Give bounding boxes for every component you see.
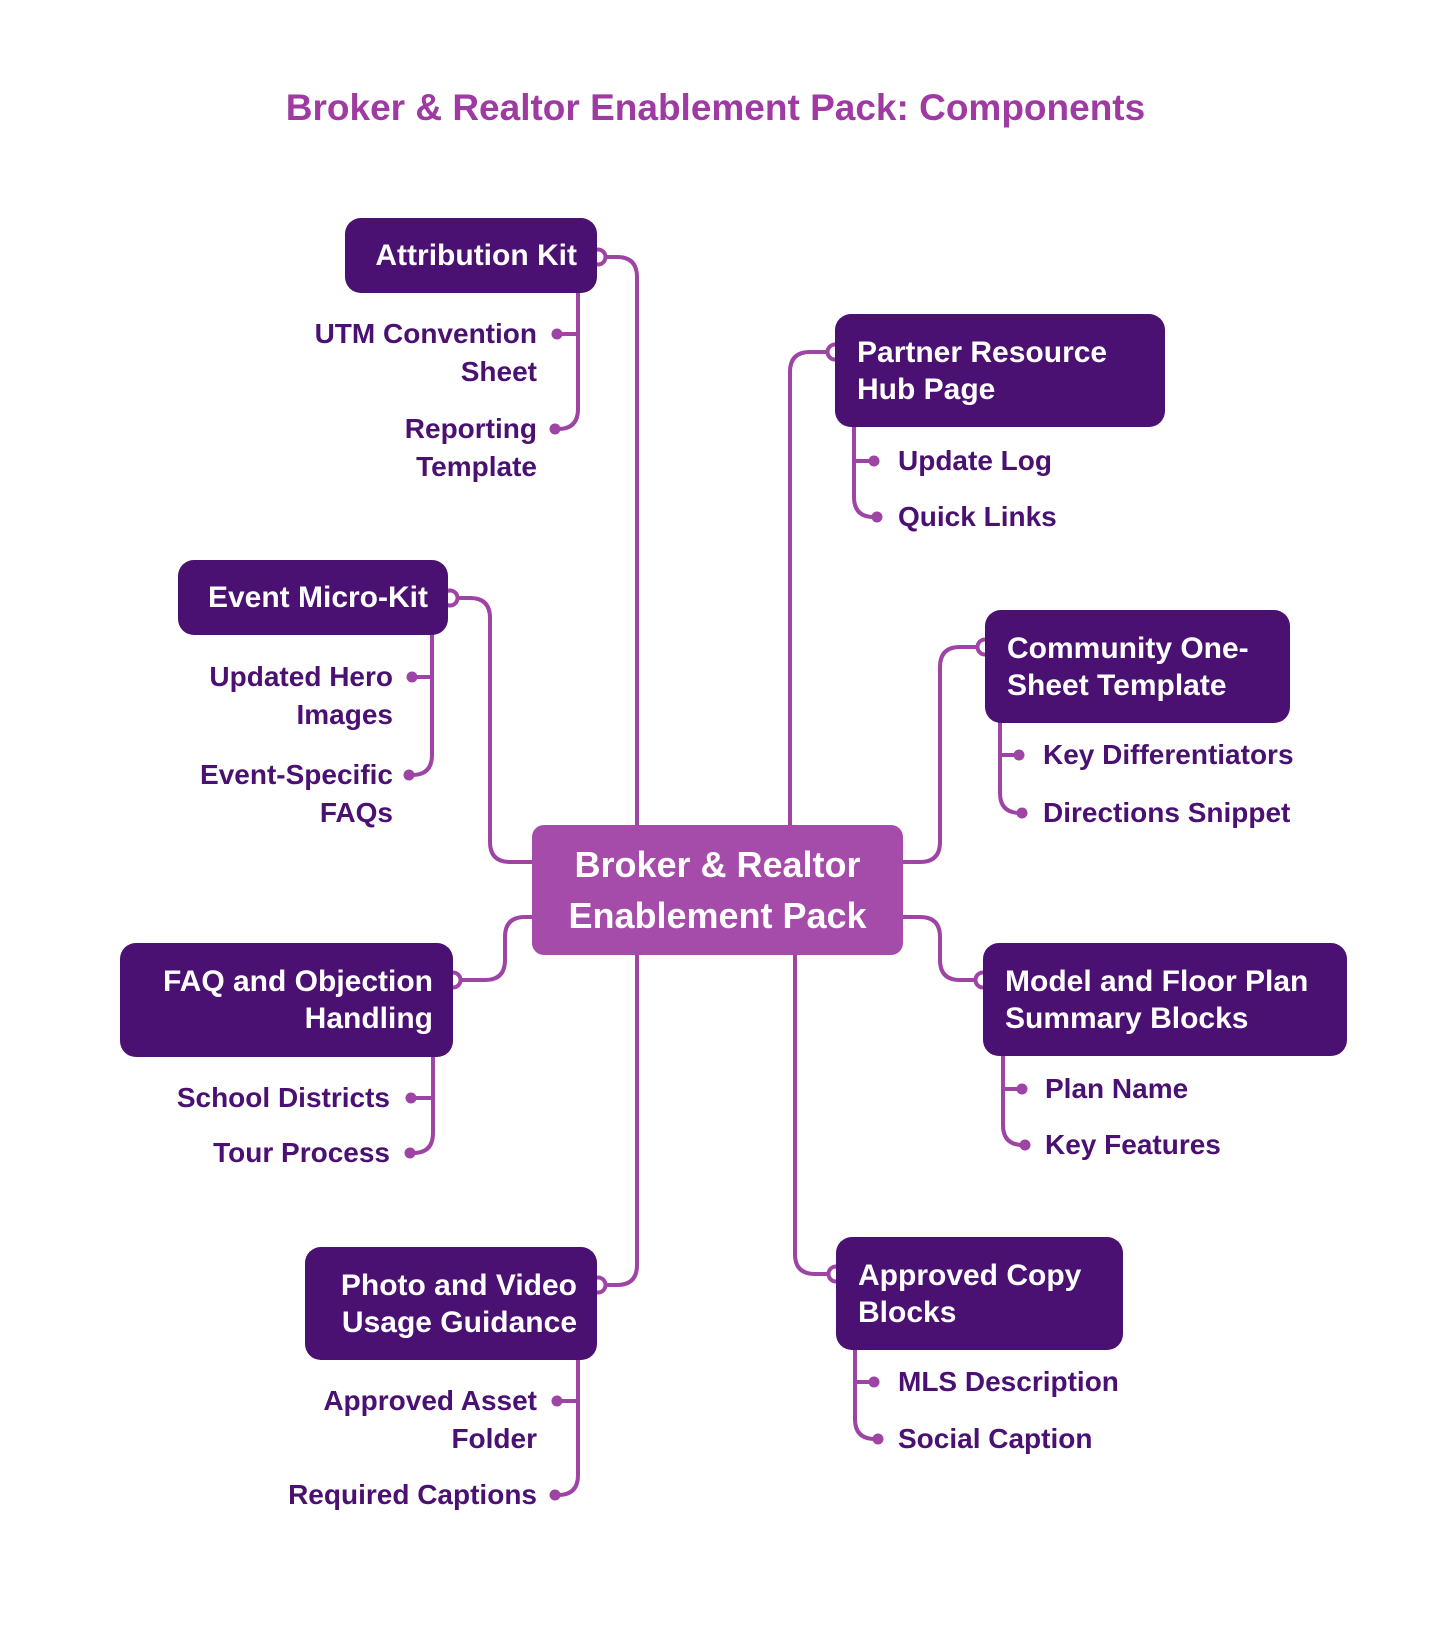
branch-node-partner-resource-hub-page: Partner Resource Hub Page <box>835 314 1165 427</box>
branch-node-event-micro-kit: Event Micro-Kit <box>178 560 448 635</box>
leaf-mls-description: MLS Description <box>898 1366 1119 1397</box>
leaf-directions-snippet: Directions Snippet <box>1043 797 1291 828</box>
child-line <box>410 633 434 777</box>
branch-node-photo-and-video-usage-guidance: Photo and Video Usage Guidance <box>305 1247 597 1360</box>
connector-faq-objection <box>460 915 534 982</box>
branch-label: Approved Copy Blocks <box>858 1258 1082 1329</box>
connector-photo-video <box>604 953 639 1287</box>
dot <box>549 1489 561 1501</box>
page-title: Broker & Realtor Enablement Pack: Compon… <box>285 87 1146 128</box>
dot <box>404 1147 416 1159</box>
leaf-school-districts: School Districts <box>176 1082 390 1113</box>
dot <box>403 769 415 781</box>
dot <box>868 455 880 467</box>
leaf-event-specific-faqs: Event-Specific FAQs <box>200 759 393 828</box>
branch-node-approved-copy-blocks: Approved Copy Blocks <box>836 1237 1123 1350</box>
leaf-reporting-template: Reporting Template <box>404 413 537 482</box>
leaf-social-caption: Social Caption <box>898 1423 1093 1454</box>
branch-label: Partner Resource Hub Page <box>857 335 1108 406</box>
dot <box>1016 807 1028 819</box>
connector-attribution-kit <box>605 255 639 827</box>
leaf-approved-asset-folder: Approved Asset Folder <box>323 1385 537 1454</box>
connector-partner-hub <box>788 350 828 827</box>
dot <box>551 1395 563 1407</box>
leaf-key-features: Key Features <box>1045 1129 1221 1160</box>
leaf-utm-convention-sheet: UTM Convention Sheet <box>314 318 537 387</box>
branch-node-model-and-floor-plan-summary-blocks: Model and Floor Plan Summary Blocks <box>983 943 1347 1056</box>
dot <box>872 1433 884 1445</box>
child-line <box>852 425 876 519</box>
dot <box>1019 1139 1031 1151</box>
dot <box>551 328 563 340</box>
dot <box>1013 749 1025 761</box>
child-line <box>853 1348 877 1441</box>
child-line <box>998 721 1022 815</box>
branch-label: Community One-Sheet Template <box>1007 631 1249 702</box>
dot <box>1016 1083 1028 1095</box>
leaf-plan-name: Plan Name <box>1045 1073 1189 1104</box>
child-line <box>411 1055 435 1155</box>
branch-node-community-one-sheet-template: Community One-Sheet Template <box>985 610 1290 723</box>
connector-approved-copy <box>793 953 829 1276</box>
branch-label: Photo and Video Usage Guidance <box>340 1268 577 1339</box>
branch-label: Event Micro-Kit <box>207 581 428 614</box>
child-line <box>556 1358 580 1497</box>
dot <box>406 671 418 683</box>
leaf-quick-links: Quick Links <box>898 501 1057 532</box>
branch-label: FAQ and Objection Handling <box>162 965 433 1035</box>
dot <box>871 511 883 523</box>
connector-event-micro-kit <box>457 596 534 864</box>
branch-label: Model and Floor Plan Summary Blocks <box>1005 964 1309 1035</box>
leaf-updated-hero-images: Updated Hero Images <box>209 661 393 730</box>
leaf-required-captions: Required Captions <box>288 1479 537 1510</box>
dot <box>549 423 561 435</box>
connector-community-one-sheet <box>901 645 978 864</box>
leaf-key-differentiators: Key Differentiators <box>1043 739 1294 770</box>
child-line <box>1001 1054 1025 1147</box>
child-line <box>556 291 580 431</box>
leaf-update-log: Update Log <box>898 445 1052 476</box>
branch-node-faq-and-objection-handling: FAQ and Objection Handling <box>120 943 453 1057</box>
connector-model-floor-plan <box>901 915 976 982</box>
central-node: Broker & Realtor Enablement Pack <box>532 825 903 955</box>
dot <box>868 1376 880 1388</box>
dot <box>405 1092 417 1104</box>
branch-label: Attribution Kit <box>375 239 577 272</box>
branch-node-attribution-kit: Attribution Kit <box>345 218 597 293</box>
central-node-label: Broker & Realtor Enablement Pack <box>568 844 867 936</box>
leaf-tour-process: Tour Process <box>213 1137 390 1168</box>
